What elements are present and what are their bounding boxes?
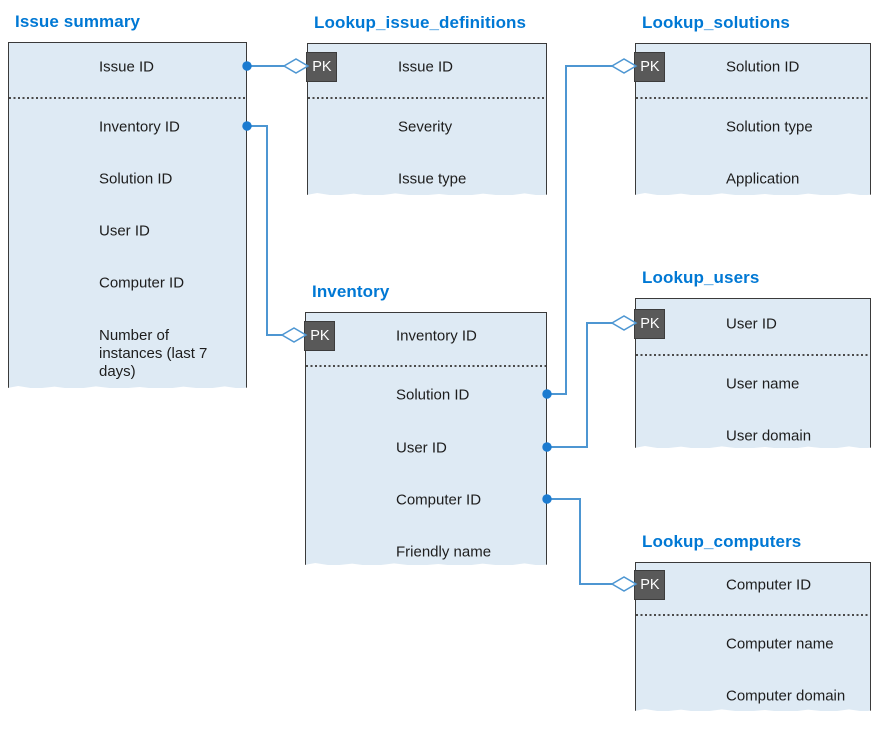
table-title-lookup-computers: Lookup_computers	[642, 532, 802, 551]
one-end-diamond	[610, 58, 638, 74]
table-title-inventory: Inventory	[312, 282, 390, 301]
field-user-domain: User domain	[726, 427, 812, 445]
relationship-inventory-users	[542, 315, 638, 452]
pk-badge-label: PK	[312, 59, 332, 75]
field-issue-type: Issue type	[398, 170, 467, 188]
field-application: Application	[726, 170, 800, 188]
pk-separator	[636, 354, 870, 356]
table-lookup-computers: Lookup_computers PK Computer ID Computer…	[634, 532, 871, 711]
pk-badge-label: PK	[310, 328, 330, 344]
field-computer-id: Computer ID	[726, 576, 812, 594]
field-computer-name: Computer name	[726, 635, 834, 653]
field-computer-id: Computer ID	[99, 274, 185, 292]
pk-badge: PK	[304, 321, 336, 351]
field-friendly-name: Friendly name	[396, 543, 492, 561]
field-inventory-id: Inventory ID	[396, 327, 477, 345]
relationship-inventory-computers	[542, 494, 638, 592]
one-end-diamond	[610, 315, 638, 331]
one-end-diamond	[280, 327, 308, 343]
pk-badge: PK	[634, 52, 666, 82]
pk-separator	[306, 365, 546, 367]
field-solution-type: Solution type	[726, 118, 813, 136]
connector-line	[547, 498, 612, 585]
pk-badge-label: PK	[640, 59, 660, 75]
pk-badge-label: PK	[640, 316, 660, 332]
table-lookup-issue-definitions: Lookup_issue_definitions PK Issue ID Sev…	[306, 13, 547, 195]
field-computer-domain: Computer domain	[726, 687, 846, 705]
table-inventory: Inventory PK Inventory ID Solution ID Us…	[304, 282, 547, 565]
table-title-lookup-issue-definitions: Lookup_issue_definitions	[314, 13, 527, 32]
pk-badge: PK	[634, 309, 666, 339]
pk-separator	[636, 614, 870, 616]
field-user-name: User name	[726, 375, 800, 393]
pk-badge: PK	[634, 570, 666, 600]
field-user-id: User ID	[99, 222, 150, 240]
connector-line	[547, 322, 612, 448]
table-title-lookup-solutions: Lookup_solutions	[642, 13, 790, 32]
field-issue-id: Issue ID	[99, 58, 155, 76]
field-user-id: User ID	[396, 439, 447, 457]
pk-badge: PK	[306, 52, 338, 82]
one-end-diamond	[610, 576, 638, 592]
pk-separator	[308, 97, 546, 99]
field-inventory-id: Inventory ID	[99, 118, 180, 136]
table-title-issue-summary: Issue summary	[15, 12, 141, 31]
field-solution-id: Solution ID	[99, 170, 173, 188]
table-lookup-users: Lookup_users PK User ID User name User d…	[634, 268, 871, 448]
table-title-lookup-users: Lookup_users	[642, 268, 760, 287]
connector-line	[547, 65, 612, 395]
field-severity: Severity	[398, 118, 453, 136]
field-solution-id: Solution ID	[396, 386, 470, 404]
one-end-diamond	[282, 58, 310, 74]
table-lookup-solutions: Lookup_solutions PK Solution ID Solution…	[634, 13, 871, 195]
field-solution-id: Solution ID	[726, 58, 800, 76]
table-issue-summary: Issue summary Issue ID Inventory ID Solu…	[8, 12, 247, 388]
field-issue-id: Issue ID	[398, 58, 454, 76]
relationship-issuesummary-issuedefinitions	[242, 58, 310, 74]
field-number-of-instances: Number of instances (last 7 days)	[99, 327, 208, 380]
relationship-issuesummary-inventory	[242, 121, 308, 343]
pk-separator	[636, 97, 870, 99]
relationship-inventory-solutions	[542, 58, 638, 399]
connector-line	[247, 125, 282, 336]
pk-separator	[9, 97, 246, 99]
pk-badge-label: PK	[640, 577, 660, 593]
field-computer-id: Computer ID	[396, 491, 482, 509]
field-user-id: User ID	[726, 315, 777, 333]
